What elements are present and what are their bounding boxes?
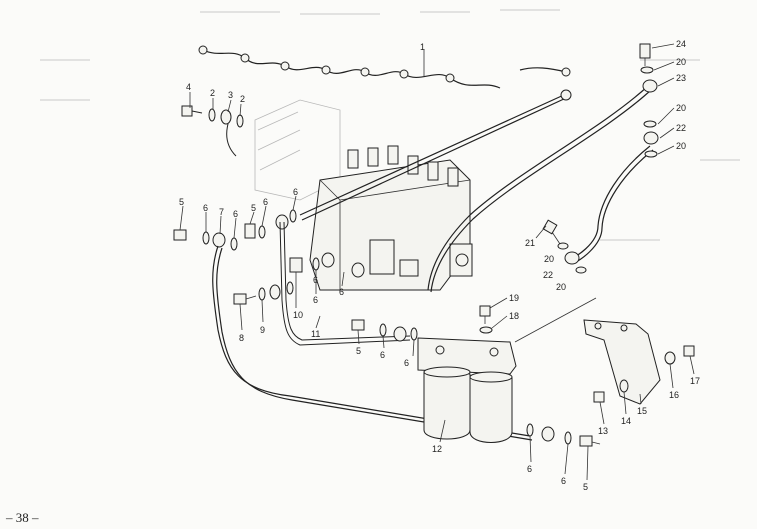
- callout-8: 8: [239, 333, 244, 343]
- callout-19: 19: [509, 293, 519, 303]
- callout-5b: 5: [251, 203, 256, 213]
- callout-6d: 6: [293, 187, 298, 197]
- callout-3: 3: [228, 90, 233, 100]
- callout-6f: 6: [339, 287, 344, 297]
- bottom-fittings: [526, 423, 601, 447]
- callout-17: 17: [690, 376, 700, 386]
- callout-15: 15: [637, 406, 647, 416]
- right-lower-fitting: [542, 219, 587, 274]
- callout-6j: 6: [527, 464, 532, 474]
- callout-13: 13: [598, 426, 608, 436]
- callout-1: 1: [420, 42, 425, 52]
- callout-20e: 20: [556, 282, 566, 292]
- callout-numbers: 1 4 2 3 2 24 20 23 20 22 20 5 6 7 6 5 6 …: [179, 39, 700, 492]
- fuel-filter-assembly: [417, 337, 517, 443]
- callout-6h: 6: [380, 350, 385, 360]
- leak-off-pipe: [198, 45, 571, 89]
- callout-18: 18: [509, 311, 519, 321]
- callout-2a: 2: [210, 88, 215, 98]
- callout-22a: 22: [676, 123, 686, 133]
- pump-outlet-valves: [347, 145, 459, 187]
- banjo-bolt-group-4: [181, 105, 244, 157]
- callout-14: 14: [621, 416, 631, 426]
- leader-lines: [179, 43, 695, 481]
- callout-5c: 5: [356, 346, 361, 356]
- page-number: – 38 –: [5, 510, 39, 525]
- callout-22b: 22: [543, 270, 553, 280]
- filter-bracket: [514, 297, 695, 405]
- callout-20a: 20: [676, 57, 686, 67]
- callout-11: 11: [311, 329, 320, 339]
- callout-24: 24: [676, 39, 686, 49]
- bolt-group-8: [233, 221, 411, 346]
- left-fittings: [173, 209, 365, 278]
- callout-6b: 6: [233, 209, 238, 219]
- callout-6e: 6: [313, 295, 318, 305]
- callout-20b: 20: [676, 103, 686, 113]
- right-fitting-stack: [639, 43, 659, 158]
- callout-6a: 6: [203, 203, 208, 213]
- callout-5d: 5: [583, 482, 588, 492]
- callout-5a: 5: [179, 197, 184, 207]
- callout-6i: 6: [313, 275, 318, 285]
- callout-7: 7: [219, 207, 224, 217]
- callout-20d: 20: [544, 254, 554, 264]
- callout-9: 9: [260, 325, 265, 335]
- callout-2b: 2: [240, 94, 245, 104]
- bolt-group-19: [479, 305, 493, 334]
- return-pipes: [299, 85, 654, 293]
- callout-6g: 6: [404, 358, 409, 368]
- injection-pump: [309, 145, 473, 291]
- feed-pipe: [212, 245, 533, 441]
- callout-21: 21: [525, 238, 535, 248]
- bolt-group-5-mid: [351, 319, 418, 342]
- callout-10: 10: [293, 310, 303, 320]
- callout-20c: 20: [676, 141, 686, 151]
- callout-6c: 6: [263, 197, 268, 207]
- callout-12: 12: [432, 444, 442, 454]
- callout-23: 23: [676, 73, 686, 83]
- callout-4: 4: [186, 82, 191, 92]
- callout-16: 16: [669, 390, 679, 400]
- callout-6k: 6: [561, 476, 566, 486]
- bleed-through-text: [40, 9, 740, 241]
